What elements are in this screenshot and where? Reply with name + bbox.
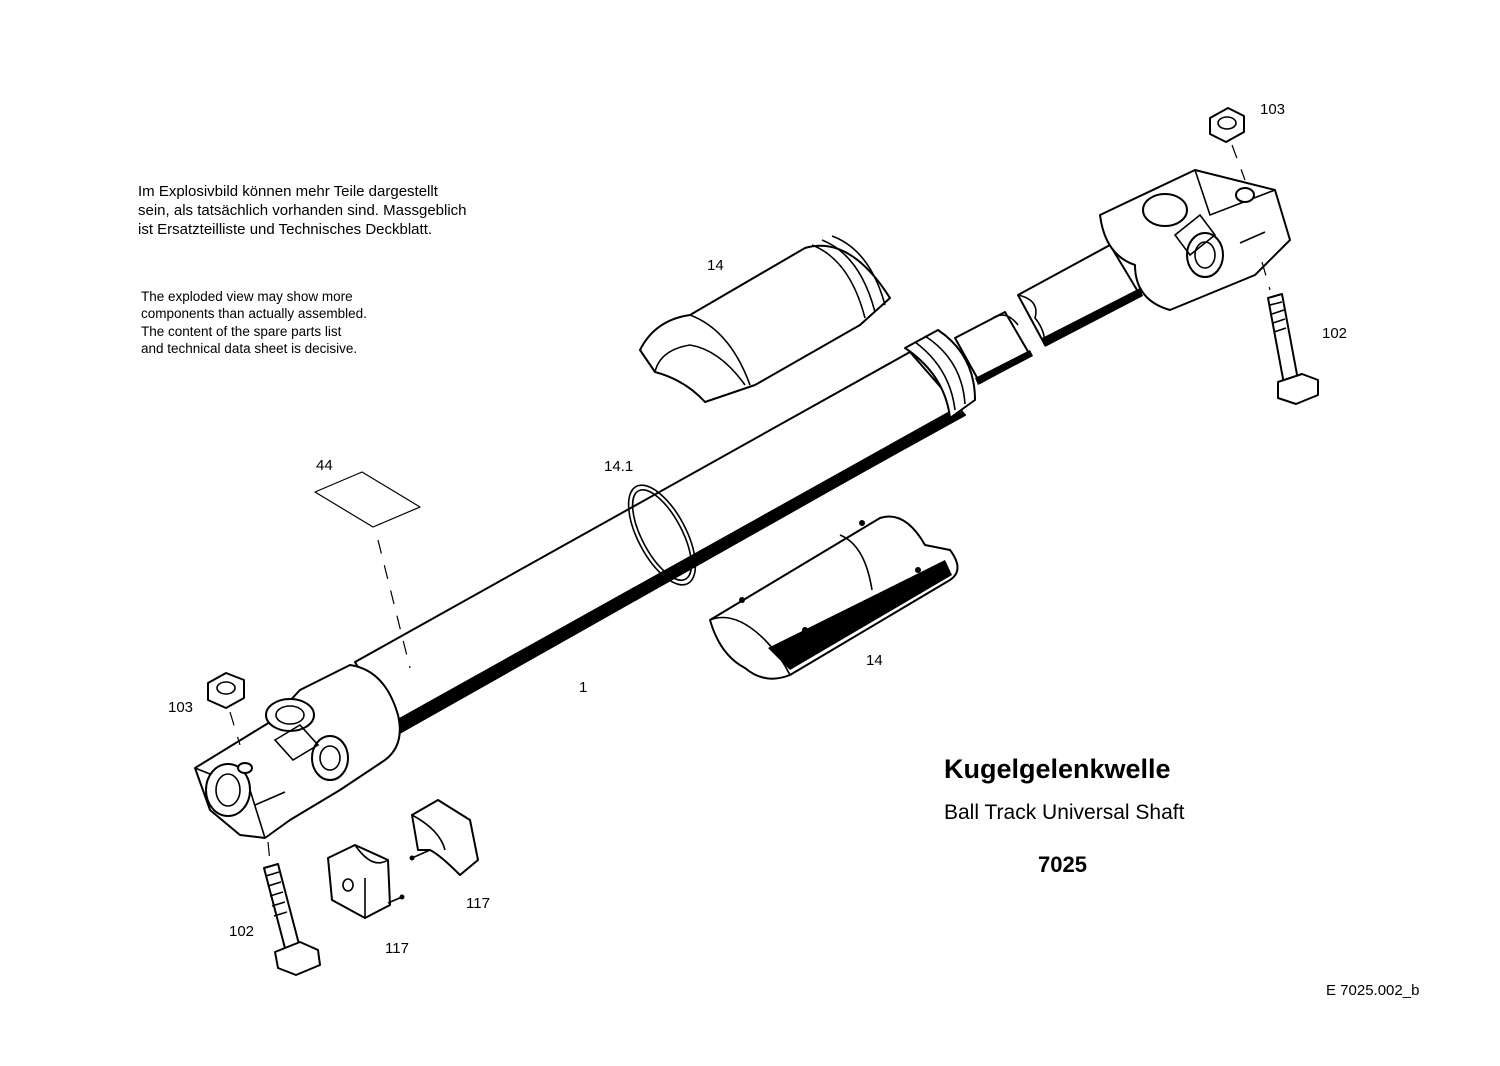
label-14-top: 14 [707,257,724,274]
label-102-right: 102 [1322,325,1347,342]
part-number: 7025 [1038,852,1087,877]
label-117-left: 117 [385,940,409,957]
german-note-line: sein, als tatsächlich vorhanden sind. Ma… [138,201,467,219]
english-note-line: The exploded view may show more [141,289,353,304]
drawing-id: E 7025.002_b [1326,982,1420,999]
label-1: 1 [579,679,587,696]
cover-half-top [639,235,891,403]
plate-44 [314,471,421,669]
title-english: Ball Track Universal Shaft [944,801,1185,824]
label-103-left: 103 [168,699,193,716]
clip-117-left [327,844,405,919]
ring-14-1 [627,484,697,586]
bolt-102-left [263,841,321,976]
german-note: Im Explosivbild können mehr Teile darges… [138,183,467,239]
right-shaft-stub [1017,244,1143,347]
english-note-line: and technical data sheet is decisive. [141,340,358,356]
german-note-line: Im Explosivbild können mehr Teile darges… [138,183,438,200]
cover-half-bottom [709,515,959,680]
bolt-102-right [1261,261,1319,405]
english-note-line: The content of the spare parts list [141,323,342,339]
nut-103-top [1209,107,1246,181]
label-102-left: 102 [229,923,254,940]
label-14-1: 14.1 [604,458,633,475]
label-117-right: 117 [466,895,490,912]
clip-117-right [409,799,479,876]
german-note-line: ist Ersatzteilliste und Technisches Deck… [138,220,433,238]
tube-collar [904,329,976,419]
label-44: 44 [316,457,333,474]
english-note: The exploded view may show more componen… [141,288,367,357]
nut-103-left [207,672,245,746]
inner-shaft [954,311,1033,385]
label-103-top: 103 [1260,101,1285,118]
english-note-line: components than actually assembled. [141,306,367,322]
title-german: Kugelgelenkwelle [944,754,1171,784]
right-universal-joint [1099,169,1291,311]
left-universal-joint [194,664,401,839]
label-14-bottom: 14 [866,652,883,669]
